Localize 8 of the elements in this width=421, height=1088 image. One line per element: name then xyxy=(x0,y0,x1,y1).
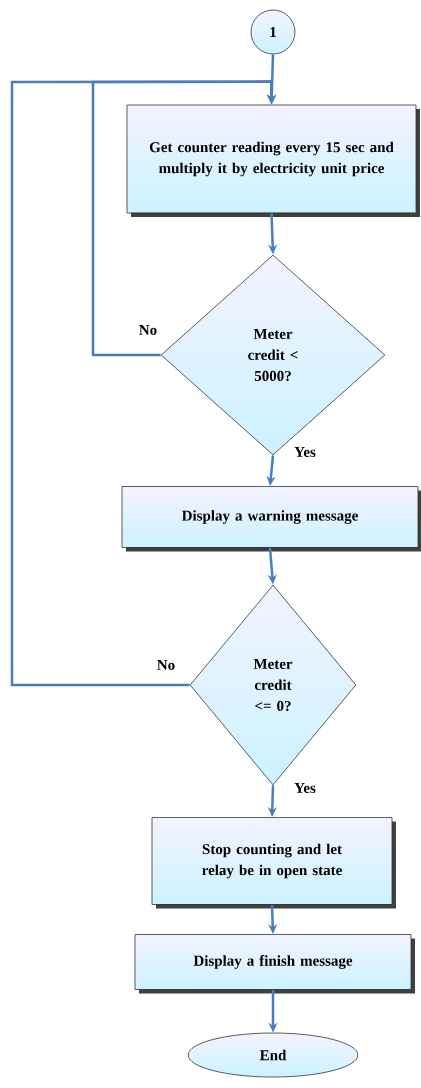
process-box: Get counter reading every 15 sec and multiply it by electricity unit price xyxy=(126,104,420,217)
edge-label: No xyxy=(155,659,177,671)
edge-label: Yes xyxy=(293,446,317,458)
arrow xyxy=(10,80,277,687)
edge-label: No xyxy=(137,324,159,336)
process-box: Stop counting and let relay be in open state xyxy=(151,817,396,909)
process-box: Display a finish message xyxy=(134,934,415,994)
process-box: Display a warning message xyxy=(121,486,421,552)
